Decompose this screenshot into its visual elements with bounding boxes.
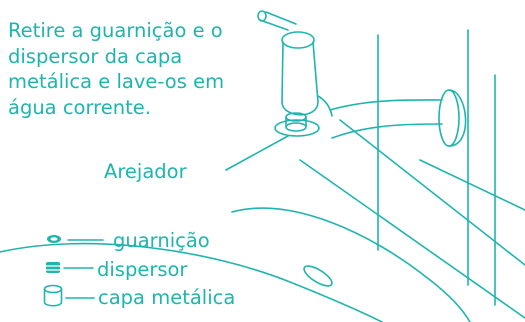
instruction-text: Retire a guarnição e o dispersor da capa… [8, 18, 224, 120]
aerator-label: Arejador [104, 160, 187, 183]
instruction-line: água corrente. [8, 95, 151, 119]
aerator-leader-line [225, 135, 289, 171]
wall-flange [438, 89, 460, 147]
faucet [257, 10, 467, 147]
wall-lines [299, 29, 525, 319]
metal-cap-icon [43, 284, 95, 307]
basin-outline [0, 207, 471, 322]
disperser-icon [45, 262, 94, 273]
instruction-line: metálica e lave-os em [8, 70, 225, 93]
drain-hole [303, 265, 333, 287]
instruction-line: dispersor da capa [8, 44, 183, 68]
legend-label-gasket: guarnição [113, 229, 210, 252]
gasket-icon [47, 235, 104, 243]
instruction-line: Retire a guarnição e o [8, 19, 223, 42]
legend-label-disperser: dispersor [97, 258, 188, 281]
legend-label-metal-cap: capa metálica [98, 286, 236, 309]
